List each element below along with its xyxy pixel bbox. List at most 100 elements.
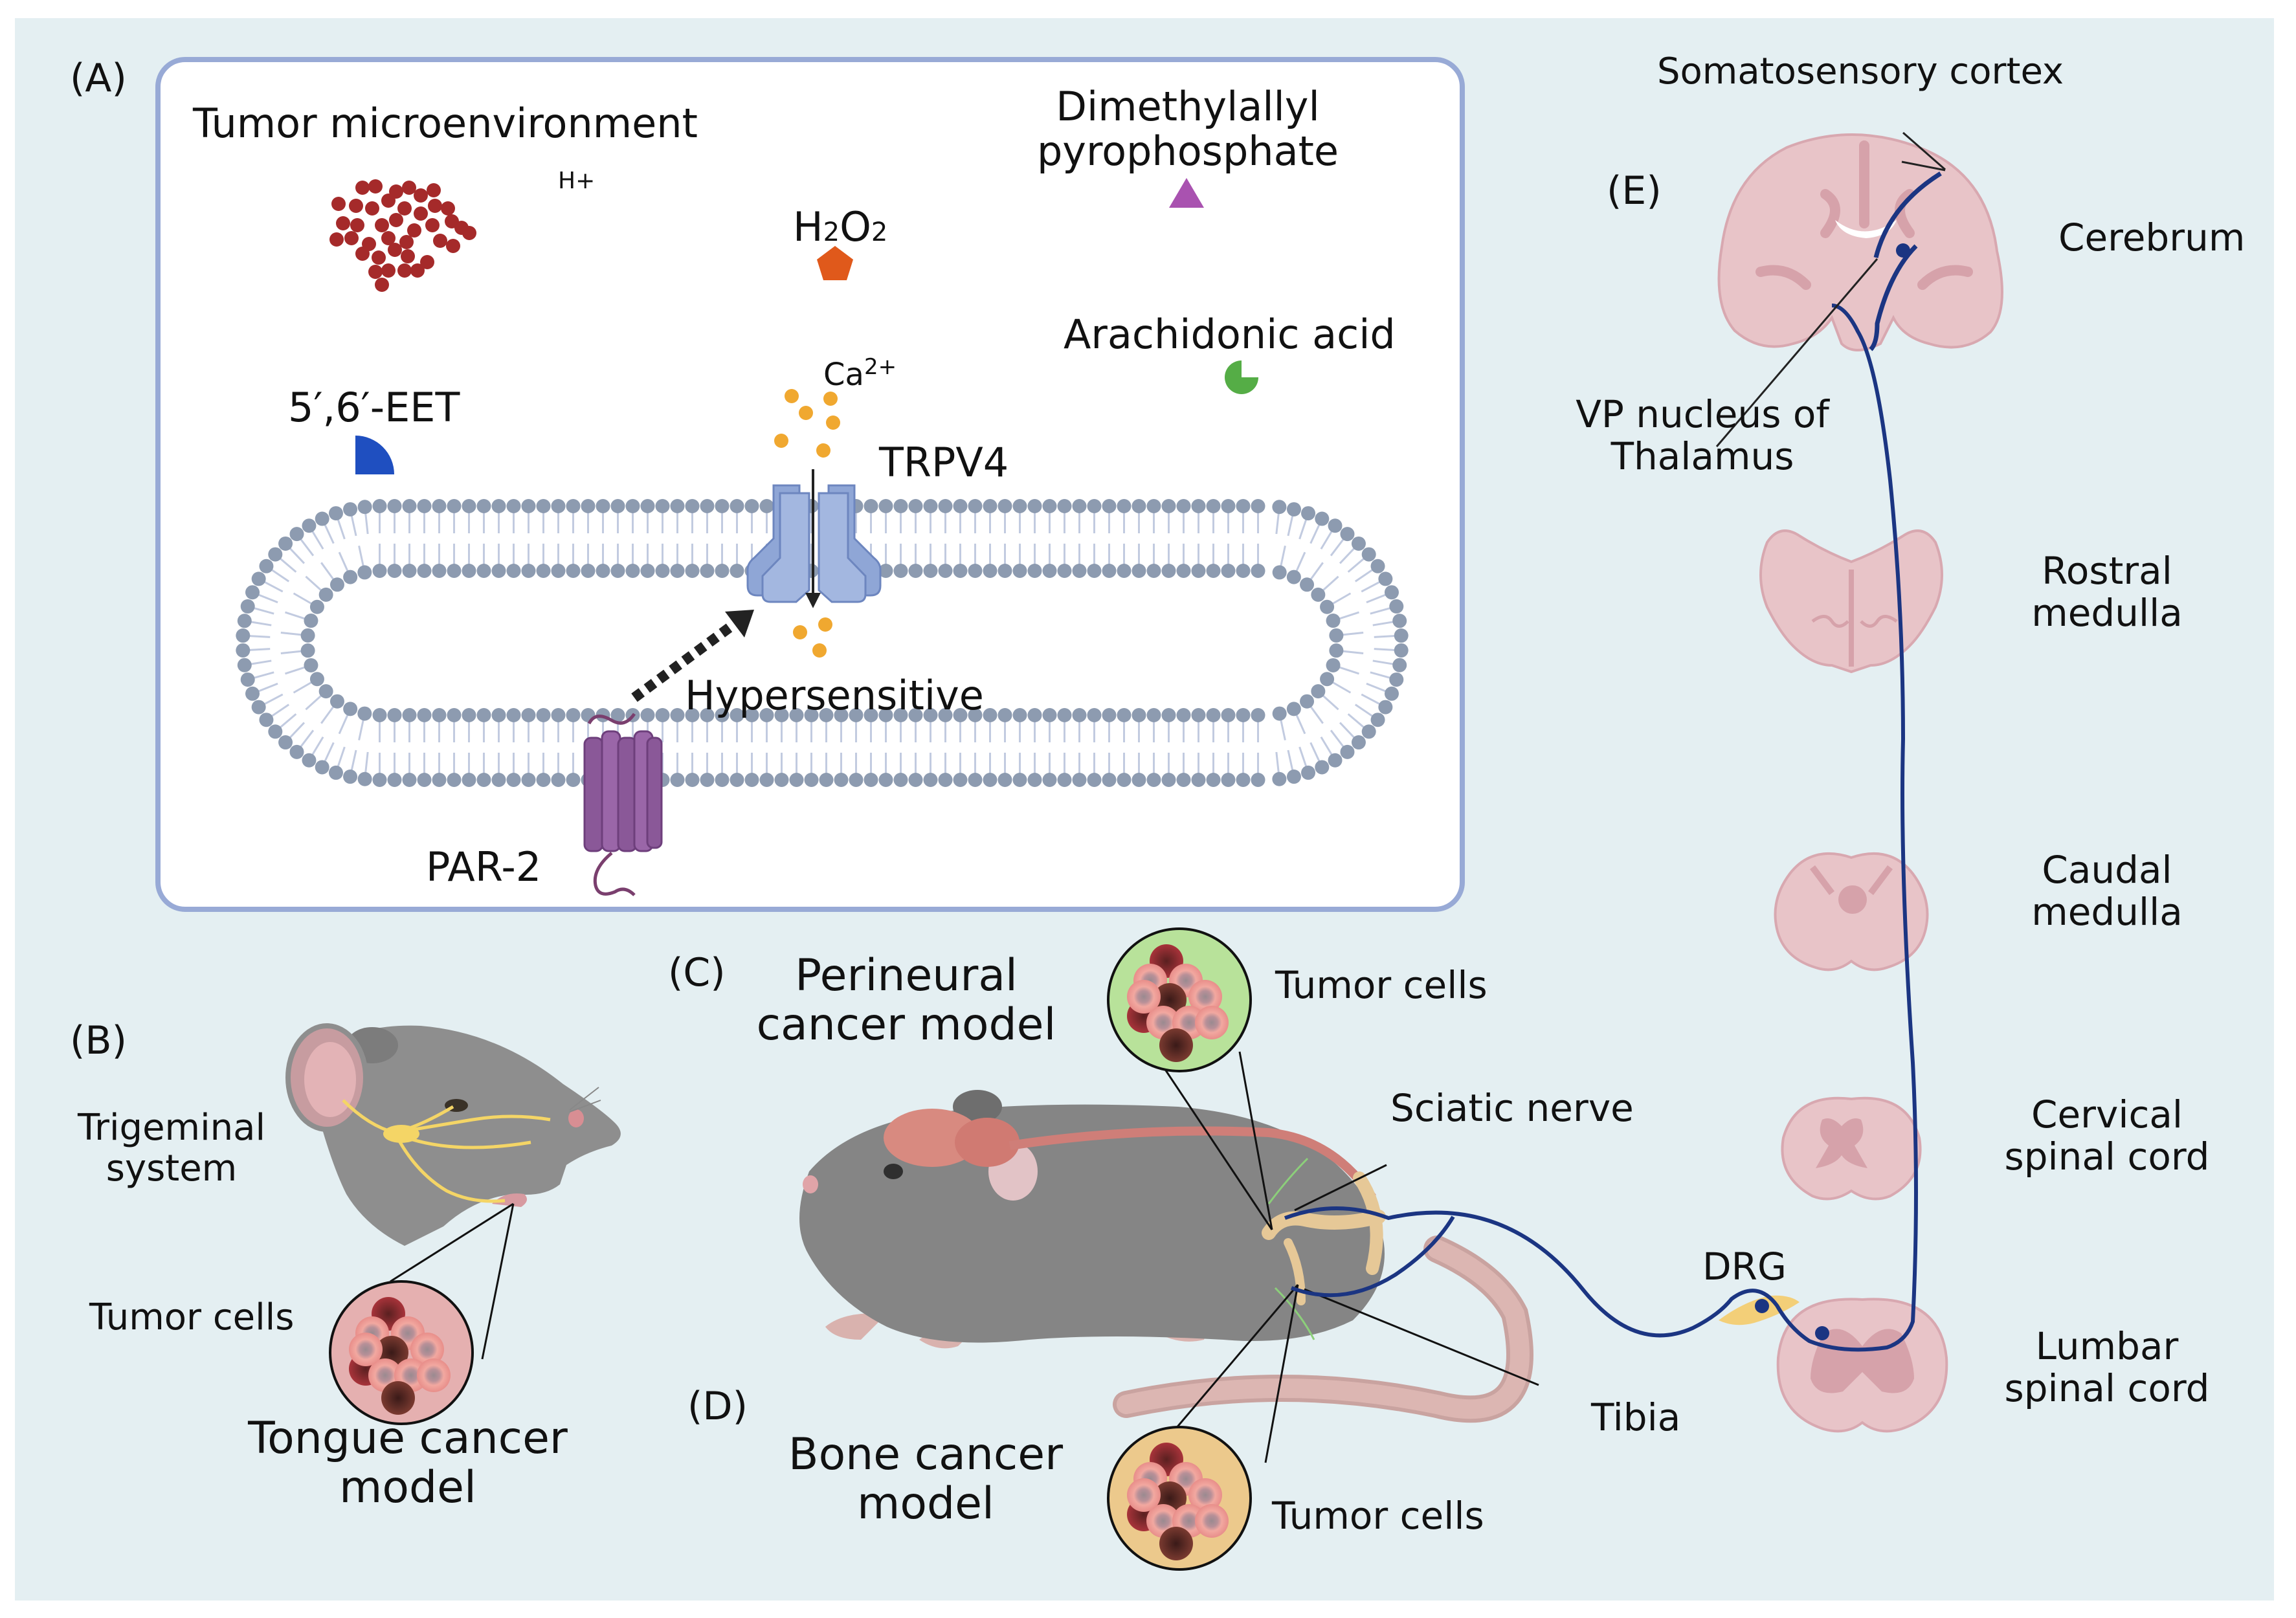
proton-dot: [462, 226, 476, 240]
proton-dot: [329, 232, 344, 247]
par2-label: PAR-2: [426, 843, 542, 891]
proton-dot: [401, 249, 415, 263]
caudal-medulla-label: Caudal medulla: [2013, 849, 2201, 933]
panel-letter-a: (A): [70, 56, 127, 101]
panel-letter-b: (B): [70, 1018, 127, 1063]
trigeminal-line1: Trigeminal: [77, 1107, 266, 1149]
proton-dot: [399, 235, 414, 249]
proton-label: H+: [558, 168, 596, 194]
lumbar-spinal-cord-label: Lumbar spinal cord: [1994, 1325, 2220, 1410]
cerebrum-section: [1717, 133, 2003, 351]
proton-dot: [350, 218, 364, 232]
rostral-line2: medulla: [2031, 590, 2183, 635]
calcium-label: Ca2+: [823, 355, 897, 393]
h2o2-o: O: [840, 203, 871, 250]
tongue-tumor-cells-label: Tumor cells: [89, 1296, 295, 1338]
panel-letter-d: (D): [687, 1384, 748, 1429]
calcium-symbol: Ca: [823, 357, 864, 393]
eet-quarter-icon: [355, 436, 394, 474]
rostral-medulla-label: Rostral medulla: [2013, 550, 2201, 634]
tumor-cell-icon: [1188, 980, 1222, 1014]
proton-dot: [414, 188, 428, 203]
mouse-body-illustration: [799, 1090, 1533, 1423]
proton-dot: [410, 263, 425, 278]
h2o2-h: H: [793, 203, 823, 250]
cervical-line1: Cervical: [2031, 1092, 2183, 1136]
somatosensory-cortex-label: Somatosensory cortex: [1657, 50, 2064, 93]
h2o2-sub2: 2: [871, 217, 888, 247]
panel-a-box: [155, 57, 1465, 912]
proton-dot: [381, 231, 396, 245]
tumor-cell-icon: [1127, 980, 1161, 1014]
vp-nucleus-label: VP nucleus of Thalamus: [1554, 393, 1851, 478]
cervical-cord-section: [1781, 1096, 1922, 1201]
tumor-cell-icon: [1127, 1478, 1161, 1512]
proton-dot: [397, 201, 412, 216]
mouse-head-illustration: [285, 1023, 621, 1246]
proton-dot: [427, 183, 441, 197]
cervical-spinal-cord-label: Cervical spinal cord: [1994, 1094, 2220, 1178]
h2o2-sub1: 2: [823, 217, 840, 247]
eet-label: 5′,6′-EET: [288, 384, 460, 431]
proton-dot: [428, 199, 442, 213]
panel-letter-e: (E): [1607, 168, 1662, 214]
proton-dot: [375, 278, 389, 292]
trigeminal-system-label: Trigeminal system: [65, 1107, 278, 1189]
par2-receptor-icon: [583, 713, 663, 896]
tibia-label: Tibia: [1591, 1395, 1681, 1439]
proton-dot: [425, 218, 440, 232]
proton-dot: [381, 263, 396, 278]
bone-model-line1: Bone cancer: [788, 1429, 1064, 1480]
sensitization-arrow: [631, 617, 741, 702]
tumor-cell-icon: [1195, 1006, 1229, 1039]
proton-dot: [344, 231, 359, 245]
tumor-cell-icon: [381, 1381, 415, 1415]
proton-dot: [420, 255, 434, 269]
caudal-line1: Caudal: [2042, 848, 2172, 892]
proton-dot: [433, 234, 447, 248]
tumor-cell-icon: [1159, 1527, 1193, 1560]
tongue-model-line2: model: [339, 1462, 476, 1514]
neuron-soma-icons: [1755, 243, 1910, 1340]
bone-tumor-inset: [1107, 1426, 1252, 1571]
dmapp-line1: Dimethylallyl: [1056, 83, 1320, 130]
lumbar-line2: spinal cord: [2004, 1366, 2210, 1410]
sensitization-arrowhead-icon: [725, 610, 754, 637]
proton-dot: [355, 247, 370, 261]
caudal-line2: medulla: [2031, 889, 2183, 934]
vp-line2: Thalamus: [1611, 434, 1794, 478]
tongue-tumor-inset: [329, 1280, 474, 1425]
dmapp-label: Dimethylallyl pyrophosphate: [1036, 84, 1340, 174]
calcium-charge: 2+: [864, 354, 897, 380]
bone-cancer-model-label: Bone cancer model: [770, 1430, 1081, 1529]
tumor-microenvironment-label: Tumor microenvironment: [193, 100, 698, 147]
proton-dot: [407, 223, 421, 238]
proton-dot: [441, 201, 455, 216]
tumor-cell-icon: [1195, 1504, 1229, 1538]
proton-dot: [368, 265, 383, 279]
drg-label: DRG: [1702, 1245, 1787, 1289]
perineural-tumor-cells-label: Tumor cells: [1275, 963, 1488, 1007]
dmapp-line2: pyrophosphate: [1036, 127, 1339, 175]
proton-dot: [414, 206, 428, 221]
rostral-line1: Rostral: [2042, 549, 2172, 593]
tumor-cell-icon: [1188, 1478, 1222, 1512]
arachidonic-acid-label: Arachidonic acid: [1064, 311, 1396, 358]
calcium-ions-outside-icon: [774, 389, 840, 458]
panel-letter-c: (C): [668, 950, 726, 995]
lumbar-line1: Lumbar: [2035, 1324, 2179, 1368]
rostral-medulla-section: [1759, 529, 1943, 674]
tongue-model-line1: Tongue cancer: [248, 1413, 568, 1464]
proton-dot: [375, 218, 389, 232]
tumor-cell-icon: [349, 1333, 383, 1366]
trpv4-label: TRPV4: [879, 439, 1009, 486]
sciatic-nerve-label: Sciatic nerve: [1390, 1086, 1634, 1130]
perineural-tumor-inset: [1107, 927, 1252, 1072]
arachidonic-acid-icon: [1225, 360, 1258, 394]
proton-dot: [368, 179, 383, 194]
dmapp-triangle-icon: [1169, 178, 1204, 208]
bone-model-line2: model: [857, 1478, 994, 1530]
vp-line1: VP nucleus of: [1576, 392, 1829, 436]
hypersensitive-label: Hypersensitive: [685, 672, 984, 719]
